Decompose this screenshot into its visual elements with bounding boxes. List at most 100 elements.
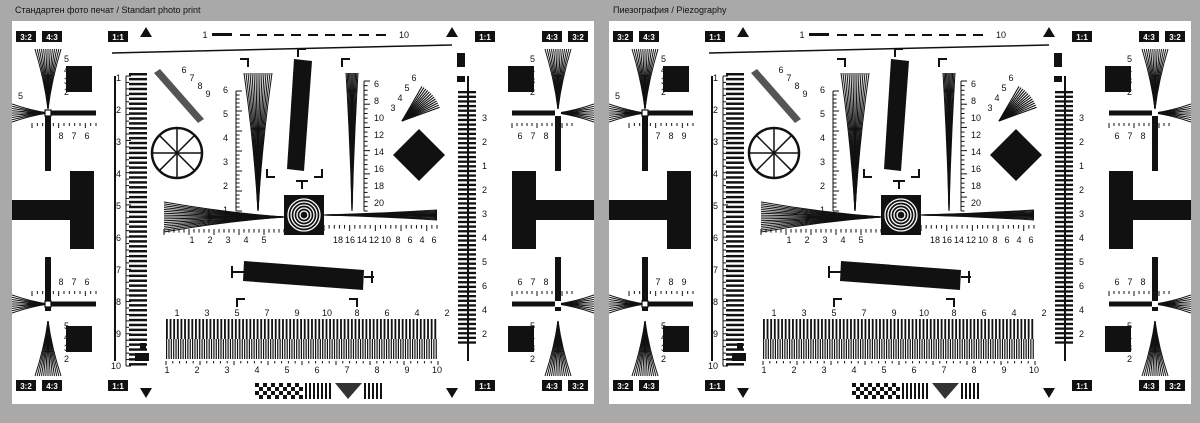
- bottom-lower-bars-bar: [1030, 339, 1032, 359]
- fan-left-number: 7: [786, 73, 791, 83]
- ratio-32-top-left-box: [16, 31, 36, 42]
- cross-right-mid-number: 8: [1140, 131, 1145, 141]
- cross-top-left-hfan: [12, 103, 49, 123]
- cross-bottom-mid-number: 7: [655, 277, 660, 287]
- checker-cell: [263, 383, 267, 387]
- center-target-ring: [299, 210, 309, 220]
- h-left-number: 2: [804, 235, 809, 245]
- bottom-lower-bars-bar: [189, 339, 191, 359]
- right-strip-bar: [458, 216, 476, 219]
- tall-left-strip-bar: [129, 127, 147, 130]
- tall-left-strip-bar: [726, 358, 744, 361]
- bottom-lower-bars-bar: [885, 339, 888, 359]
- ratio-32-bottom-right-label: 3:2: [1169, 382, 1181, 391]
- bottom-upper-bars-bar: [300, 319, 302, 339]
- center-left-vnumber: 6: [223, 85, 228, 95]
- tall-left-number: 6: [713, 233, 718, 243]
- bottom-bar-pattern-1-bar: [914, 383, 916, 399]
- bottom-upper-bars-bar: [813, 319, 816, 339]
- bottom-lower-bars-bar: [878, 339, 881, 359]
- bottom-lower-bars-bar: [187, 339, 189, 359]
- cross-bottom-center-frame: [641, 300, 649, 308]
- bottom-upper-bars-bar: [922, 319, 925, 339]
- bottom-lower-bars-bar: [404, 339, 407, 359]
- cross-top-vertical-fan: [34, 48, 62, 110]
- cross-right-bottom-mid-number: 9: [556, 277, 561, 287]
- bottom-upper-bars-bar: [376, 319, 379, 339]
- right-strip-bar: [458, 290, 476, 293]
- bottom-upper-bars-bar: [195, 319, 197, 339]
- bottom-lower-bars-bar: [815, 339, 817, 359]
- right-col-number: 1: [482, 161, 487, 171]
- bottom-bar-pattern-1-bar: [329, 383, 331, 399]
- bottom-lower-bars-bar: [402, 339, 404, 359]
- center-left-vertical-fan: [840, 72, 870, 212]
- checker-cell: [259, 395, 263, 399]
- tall-left-strip-bar: [726, 333, 744, 337]
- right-col-number: 5: [482, 257, 487, 267]
- bottom-upper-bars-bar: [788, 319, 791, 339]
- cross-top-center: [642, 110, 648, 116]
- h-right-number: 18: [930, 235, 940, 245]
- bottom-upper-bars-bar: [846, 319, 849, 339]
- tall-left-strip-bar: [726, 264, 744, 268]
- center-horizontal-fan-ray: [760, 216, 882, 233]
- square-top-right: [508, 66, 534, 92]
- cross-right-bottom-hticks: [511, 291, 573, 296]
- tall-left-strip-bar: [129, 146, 147, 150]
- right-strip-bar: [458, 193, 476, 196]
- bottom-lower-number: 3: [224, 365, 229, 375]
- center-target-ring: [896, 210, 906, 220]
- bottom-upper-bars-bar: [875, 319, 878, 339]
- bottom-upper-bars-bar: [944, 319, 947, 339]
- bottom-lower-bars-bar: [367, 339, 369, 359]
- bottom-lower-bars-bar: [772, 339, 774, 359]
- bottom-upper-number: 1: [174, 308, 179, 318]
- fan-right-number: 3: [987, 103, 992, 113]
- center-target-ring: [290, 201, 318, 229]
- bottom-lower-bars-bar: [393, 339, 395, 359]
- cross-top-vertical-fan: [631, 48, 659, 110]
- right-strip-bar: [1055, 267, 1073, 270]
- tall-left-strip-bar: [726, 294, 744, 297]
- bottom-lower-bars-bar: [1020, 339, 1022, 359]
- tall-left-strip-bar: [726, 230, 744, 233]
- right-strip-bar: [458, 308, 476, 312]
- bottom-lower-bars-bar: [262, 339, 265, 359]
- bottom-lower-bars-bar: [781, 339, 784, 359]
- bottom-lower-bars-bar: [411, 339, 414, 359]
- bottom-lower-bars-bar: [871, 339, 873, 359]
- bottom-lower-bars-bar: [859, 339, 862, 359]
- tall-left-strip-bar: [129, 250, 147, 253]
- cross-top-hticks: [628, 123, 694, 128]
- cross-top-vertical-fan-ray: [644, 48, 659, 110]
- cross-top-vertical-fan-ray: [47, 48, 62, 110]
- ratio-43-bottom-left-label: 4:3: [643, 382, 655, 391]
- checker-cell: [295, 383, 299, 387]
- bottom-upper-bars-bar: [781, 319, 783, 339]
- bottom-upper-bars-bar: [365, 319, 368, 339]
- bottom-upper-bars-bar: [831, 319, 834, 339]
- bottom-lower-bars-bar: [1001, 339, 1004, 359]
- bottom-bar-pattern-2-bar: [372, 383, 374, 399]
- bottom-lower-bars-bar: [426, 339, 428, 359]
- bottom-upper-bars-bar: [947, 319, 950, 339]
- bottom-bar-pattern-1-bar: [305, 383, 307, 399]
- checker-cell: [295, 391, 299, 395]
- bottom-upper-bars-bar: [893, 319, 896, 339]
- bottom-lower-bars-bar: [414, 339, 416, 359]
- h-right-number: 12: [966, 235, 976, 245]
- bottom-lower-bars-bar: [232, 339, 234, 359]
- big-t-right-stem: [1119, 200, 1191, 220]
- bottom-lower-bars-bar: [841, 339, 843, 359]
- checker-cell: [872, 395, 876, 399]
- cross-bottom-center: [45, 301, 51, 307]
- bottom-lower-bars-bar: [272, 339, 274, 359]
- bottom-lower-bars-bar: [1016, 339, 1018, 359]
- bottom-lower-bars-bar: [964, 339, 966, 359]
- bottom-lower-bars-bar: [800, 339, 803, 359]
- ratio-11-bottom-left-box: [705, 380, 725, 391]
- right-strip-bar: [458, 128, 476, 131]
- checker-cell: [868, 383, 872, 387]
- checker-cell: [880, 387, 884, 391]
